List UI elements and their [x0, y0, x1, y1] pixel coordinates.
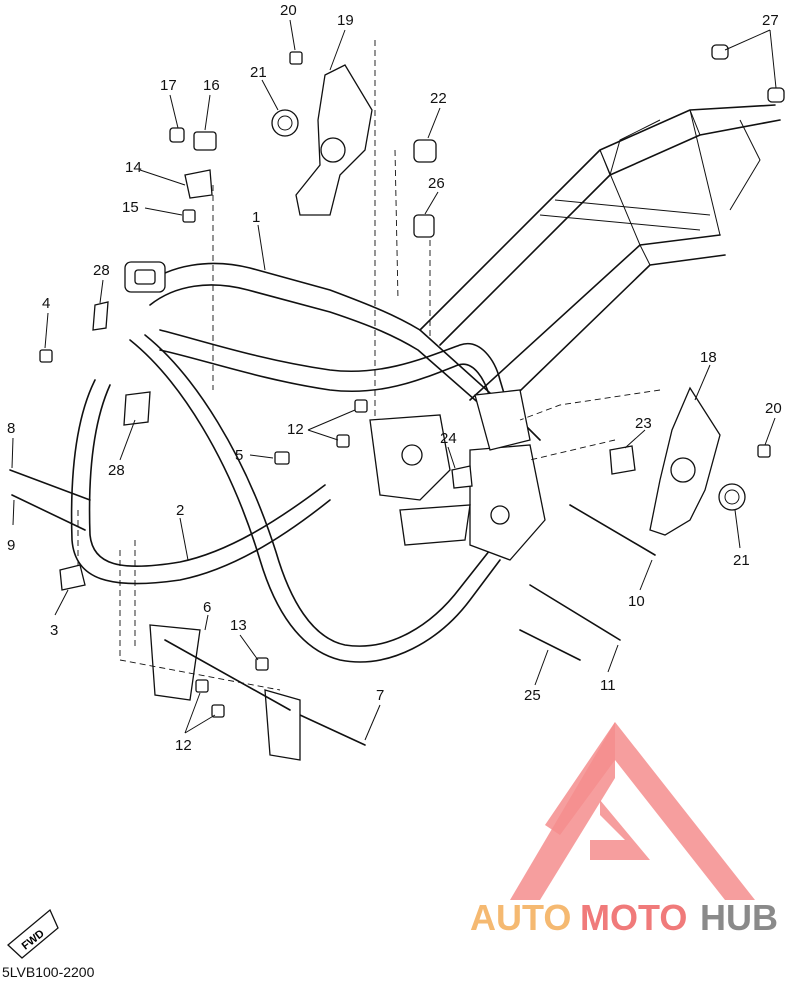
automotohub-watermark-logo: AUTO MOTO HUB	[470, 722, 778, 938]
side-cover-left	[295, 64, 373, 216]
assembly-guide-lines	[77, 40, 661, 691]
callout-3: 3	[50, 622, 58, 639]
callout-numbers: 20 19 21 17 16 14 15 22 26 1 28 4 28 8 9…	[7, 2, 782, 754]
watermark-moto: MOTO	[580, 897, 687, 938]
callout-12b: 12	[175, 737, 192, 754]
callout-20a: 20	[280, 2, 297, 19]
part-code-label: 5LVB100-2200	[2, 964, 95, 980]
callout-18: 18	[700, 349, 717, 366]
callout-8: 8	[7, 420, 15, 437]
callout-7: 7	[376, 687, 384, 704]
watermark-hub: HUB	[700, 897, 778, 938]
callout-11: 11	[600, 677, 616, 694]
callout-23: 23	[635, 415, 652, 432]
callout-2: 2	[176, 502, 184, 519]
callout-19: 19	[337, 12, 354, 29]
callout-28a: 28	[93, 262, 110, 279]
callout-4: 4	[42, 295, 50, 312]
callout-6: 6	[203, 599, 211, 616]
callout-28b: 28	[108, 462, 125, 479]
fwd-direction-arrow: FWD	[7, 908, 59, 959]
callout-17: 17	[160, 77, 177, 94]
callout-26: 26	[428, 175, 445, 192]
callout-24: 24	[440, 430, 457, 447]
callout-5: 5	[235, 447, 243, 464]
callout-9: 9	[7, 537, 15, 554]
watermark-auto: AUTO	[470, 897, 571, 938]
callout-13: 13	[230, 617, 247, 634]
callout-leader-lines	[11, 19, 777, 741]
small-parts	[9, 44, 785, 761]
callout-1: 1	[252, 209, 260, 226]
callout-15: 15	[122, 199, 139, 216]
main-frame-assembly	[70, 104, 781, 663]
callout-25: 25	[524, 687, 541, 704]
callout-21a: 21	[250, 64, 267, 81]
callout-27: 27	[762, 12, 779, 29]
side-cover-right	[649, 386, 721, 536]
callout-16: 16	[203, 77, 220, 94]
callout-21b: 21	[733, 552, 750, 569]
callout-20b: 20	[765, 400, 782, 417]
callout-10: 10	[628, 593, 645, 610]
callout-12a: 12	[287, 421, 304, 438]
callout-22: 22	[430, 90, 447, 107]
callout-14: 14	[125, 159, 142, 176]
